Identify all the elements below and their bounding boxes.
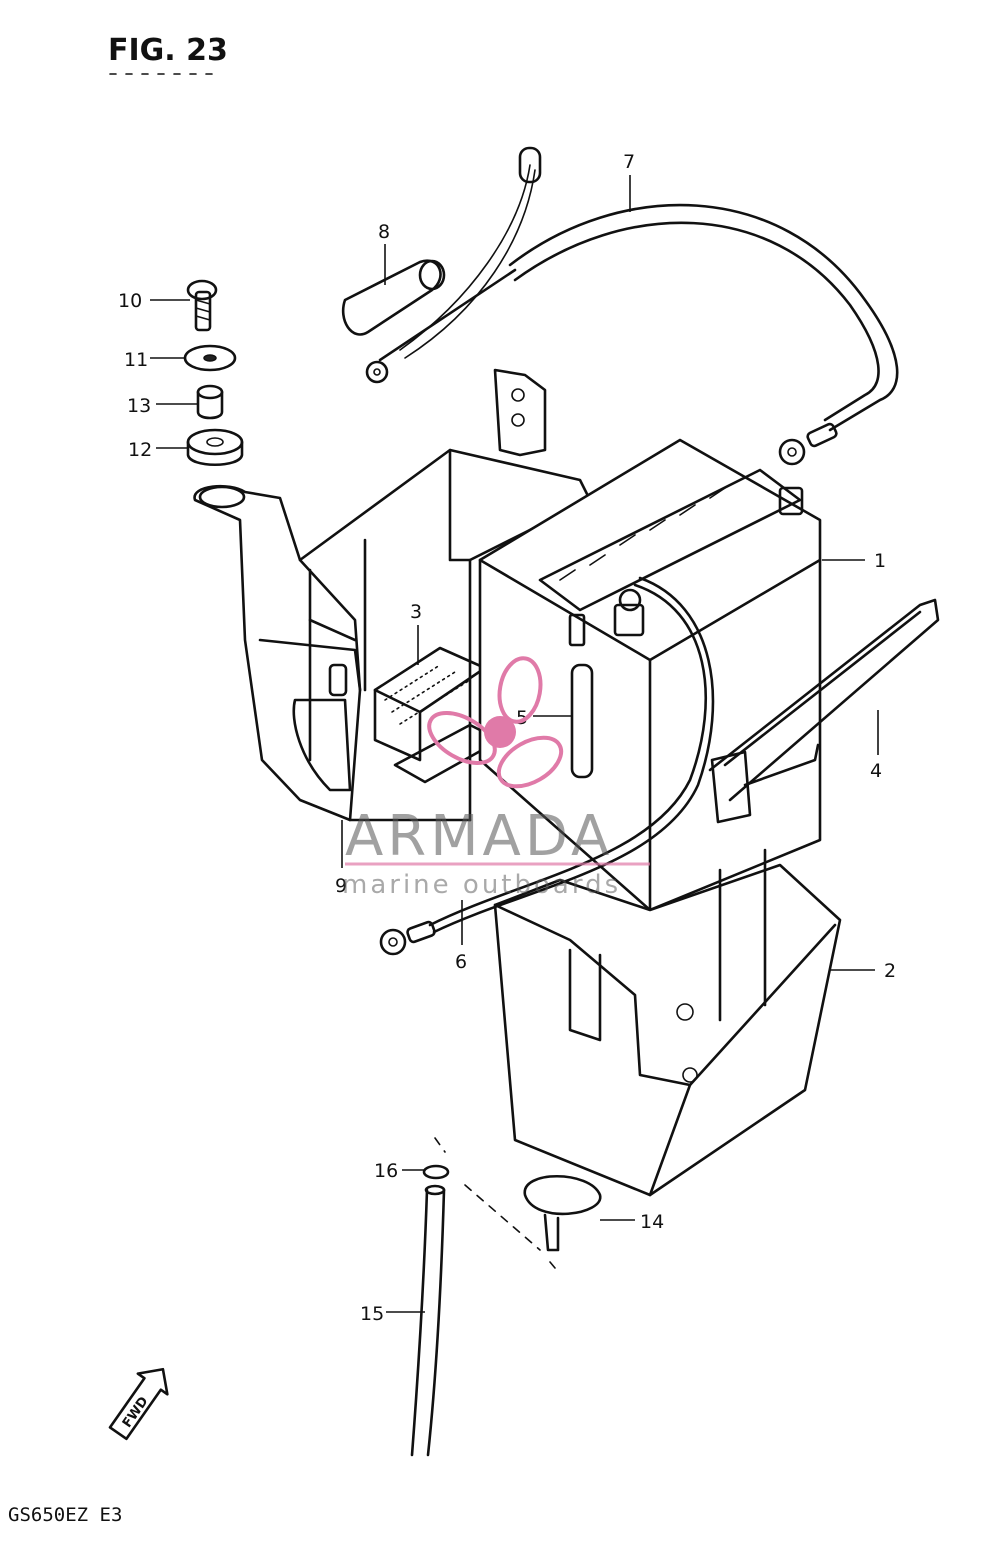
battery-holder-part-9 xyxy=(193,368,592,822)
terminal-cover-part-8 xyxy=(341,259,446,336)
callout-6: 6 xyxy=(455,951,467,973)
battery-strap-part-4 xyxy=(708,598,940,824)
callout-8: 8 xyxy=(378,221,390,243)
callout-16: 16 xyxy=(374,1160,398,1182)
breather-fitting-part-14 xyxy=(434,1137,602,1269)
battery-part-1 xyxy=(478,438,822,912)
callout-4: 4 xyxy=(870,760,882,782)
model-code: GS650EZ E3 xyxy=(8,1504,122,1526)
fwd-label: FWD xyxy=(120,1394,152,1431)
ground-lead-wire-part-6 xyxy=(379,576,715,956)
fwd-arrow-icon: FWD xyxy=(108,1367,169,1441)
bolt-part-10 xyxy=(186,279,218,332)
callout-3: 3 xyxy=(410,601,422,623)
callout-12: 12 xyxy=(128,439,152,461)
watermark-name: ARMADA xyxy=(345,804,613,869)
callout-1: 1 xyxy=(874,550,886,572)
breather-tube-part-5 xyxy=(570,663,594,779)
callout-2: 2 xyxy=(884,960,896,982)
armada-propeller-logo xyxy=(427,656,564,789)
drain-tube-part-15 xyxy=(410,1184,446,1457)
callouts: 1 2 3 4 5 6 7 8 9 10 11 12 13 14 15 16 xyxy=(118,151,896,1325)
watermark-tagline: marine outboards xyxy=(342,870,621,900)
watermark: ARMADA marine outboards xyxy=(342,656,650,900)
callout-10: 10 xyxy=(118,290,142,312)
figure-title: FIG. 23 xyxy=(108,33,228,68)
positive-lead-wire-part-7 xyxy=(365,146,899,466)
grommet-part-12 xyxy=(186,428,244,466)
callout-13: 13 xyxy=(127,395,151,417)
collar-part-13 xyxy=(196,384,224,420)
battery-case-part-2 xyxy=(493,848,842,1197)
callout-9: 9 xyxy=(335,875,347,897)
washer-part-11 xyxy=(183,344,237,372)
callout-7: 7 xyxy=(623,151,635,173)
callout-15: 15 xyxy=(360,1303,384,1325)
callout-11: 11 xyxy=(124,349,148,371)
clamp-part-16 xyxy=(422,1164,450,1180)
callout-14: 14 xyxy=(640,1211,664,1233)
